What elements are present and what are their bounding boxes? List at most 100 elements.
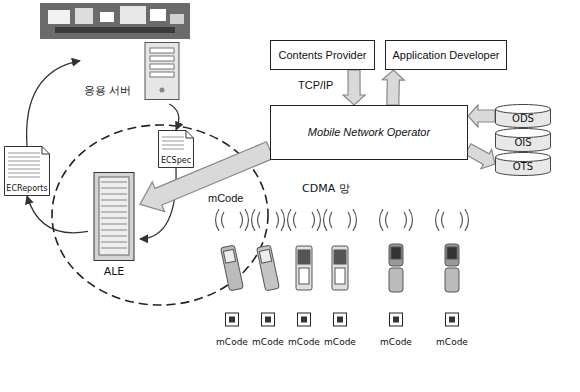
node-label: OTS xyxy=(513,161,533,173)
mcode-tag: mCode xyxy=(249,312,287,348)
document-icon: ECSpec xyxy=(158,130,194,168)
server-body xyxy=(145,43,179,100)
flow-arrow xyxy=(27,61,80,146)
page-line xyxy=(162,149,184,150)
node-label: Contents Provider xyxy=(278,49,366,62)
cylinder-body xyxy=(496,109,551,128)
block-arrow xyxy=(468,105,495,127)
node-label: mCode xyxy=(324,337,356,347)
cylinder-body xyxy=(496,157,551,176)
node-label: mCode xyxy=(288,337,320,347)
node-label: OIS xyxy=(514,137,531,149)
rack-slot xyxy=(101,194,127,195)
rack-slot xyxy=(101,218,127,219)
edge-label: TCP/IP xyxy=(296,79,335,92)
mcode-tag: mCode xyxy=(377,312,415,348)
mcode-tag: mCode xyxy=(213,312,251,348)
cylinder-top xyxy=(496,129,551,134)
rack-slot xyxy=(101,242,127,243)
rack-slot xyxy=(101,206,127,207)
phones xyxy=(221,244,459,292)
tag-square xyxy=(262,313,275,326)
rack-slot xyxy=(101,224,127,225)
cylinder-top xyxy=(496,153,551,158)
rack-slot xyxy=(101,248,127,249)
rack-slot xyxy=(101,212,127,213)
mcode-tag: mCode xyxy=(321,312,359,348)
block-arrow xyxy=(343,70,365,105)
node-label: ECReports xyxy=(6,184,47,193)
page-line xyxy=(8,177,40,178)
process-box: Application Developer xyxy=(385,40,507,70)
drive-slot xyxy=(150,72,174,77)
node-label: mCode xyxy=(380,337,412,347)
ale-boundary xyxy=(52,125,268,305)
rack-slot xyxy=(101,182,127,183)
tag-chip xyxy=(393,317,399,323)
rack-body xyxy=(94,173,134,261)
tag-chip xyxy=(229,317,235,323)
tag-chip xyxy=(301,317,307,323)
process-box: Mobile Network Operator xyxy=(270,105,468,160)
tag-chip xyxy=(337,317,343,323)
database-cylinder: OTS xyxy=(495,152,551,176)
drive-slot xyxy=(150,64,174,69)
page-line xyxy=(162,145,184,146)
application-server: 응용 서버 xyxy=(80,42,185,104)
tag-square xyxy=(334,313,347,326)
page-line xyxy=(162,141,184,142)
page-line xyxy=(8,173,40,174)
node-label: ODS xyxy=(512,113,534,125)
node-label: ALE xyxy=(104,266,125,279)
ale-server: ALE xyxy=(88,172,140,280)
mcode-tag: mCode xyxy=(433,312,471,348)
tag-square xyxy=(226,313,239,326)
rack-slot xyxy=(101,188,127,189)
page-line xyxy=(8,161,40,162)
page-line xyxy=(8,157,40,158)
drive-slot xyxy=(150,48,174,53)
rack-shape xyxy=(88,172,140,280)
page-outline xyxy=(5,147,50,196)
rack-slot xyxy=(101,230,127,231)
block-arrow xyxy=(382,70,404,105)
mcode-tag: mCode xyxy=(285,312,323,348)
tag-chip xyxy=(265,317,271,323)
tag-chip xyxy=(449,317,455,323)
page-outline xyxy=(159,131,194,168)
drive-slot xyxy=(150,56,174,61)
server-photo xyxy=(40,3,190,39)
process-box: Contents Provider xyxy=(270,40,375,70)
rack-front xyxy=(99,177,129,255)
block-arrow xyxy=(465,144,495,169)
page-line xyxy=(8,153,40,154)
node-label: mCode xyxy=(436,337,468,347)
tag-square xyxy=(446,313,459,326)
flow-arrow xyxy=(27,196,88,233)
node-label: ECSpec xyxy=(161,156,191,165)
tag-square xyxy=(390,313,403,326)
node-label: Mobile Network Operator xyxy=(308,126,430,139)
page-fold xyxy=(186,131,194,139)
flow-arrow xyxy=(169,104,179,130)
radio-waves xyxy=(216,209,469,231)
power-light xyxy=(160,88,165,93)
cylinder-body xyxy=(496,133,551,152)
page-fold xyxy=(42,147,50,155)
database-cylinder: OIS xyxy=(495,128,551,152)
rack-slot xyxy=(101,236,127,237)
cylinder-top xyxy=(496,105,551,110)
database-cylinder: ODS xyxy=(495,104,551,128)
network-label: CDMA 망 xyxy=(300,182,352,195)
node-label: 응용 서버 xyxy=(84,85,132,98)
tag-square xyxy=(298,313,311,326)
edge-label: mCode xyxy=(206,192,245,205)
rack-slot xyxy=(101,200,127,201)
page-line xyxy=(8,169,40,170)
page-line xyxy=(8,165,40,166)
node-label: mCode xyxy=(252,337,284,347)
document-icon: ECReports xyxy=(4,146,50,196)
node-label: mCode xyxy=(216,337,248,347)
page-line xyxy=(162,137,184,138)
